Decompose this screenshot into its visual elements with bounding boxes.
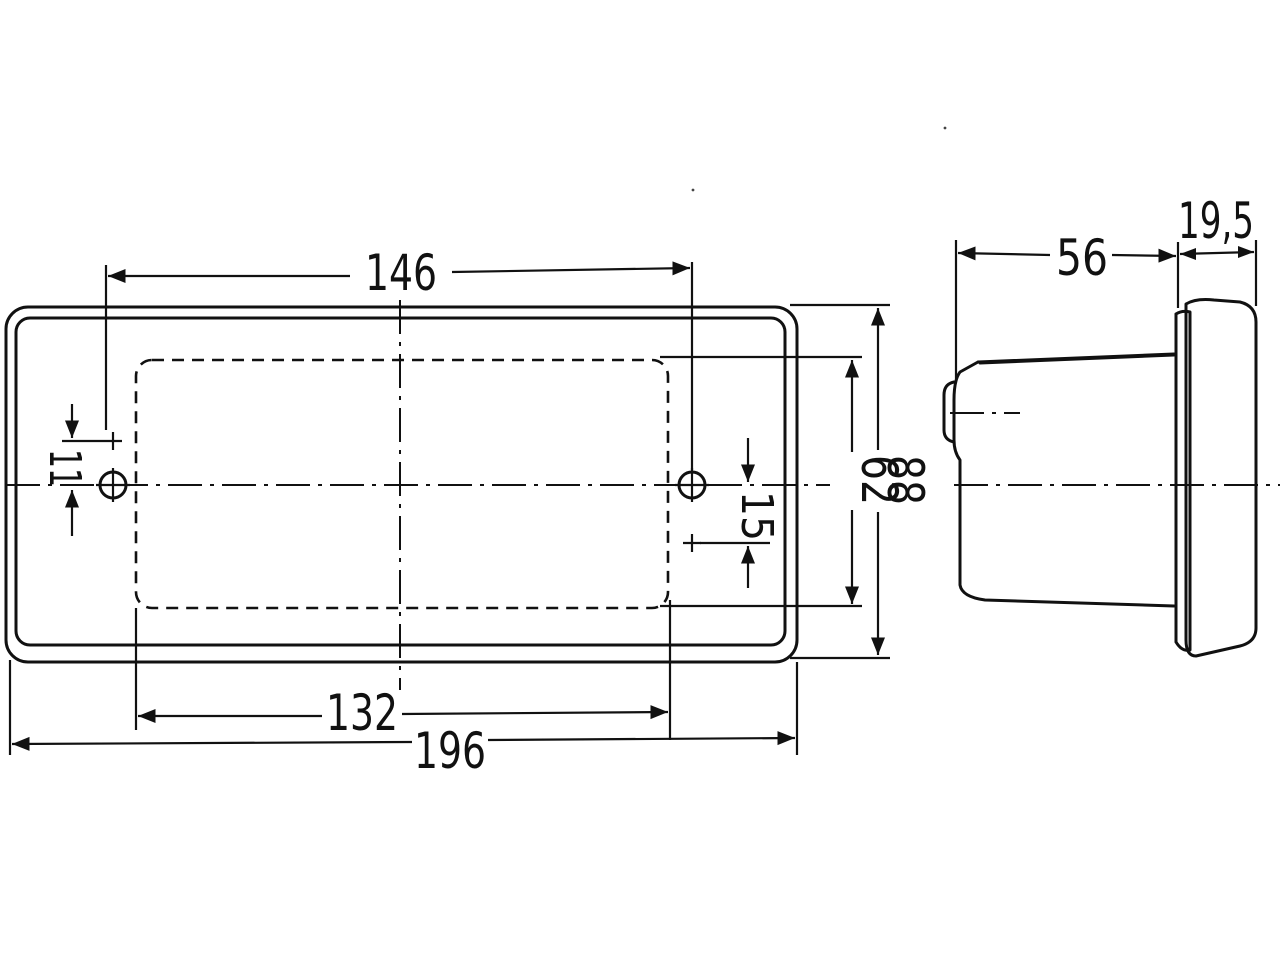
dimension-label-146: 146 <box>365 244 437 302</box>
reference-mark-left <box>104 432 122 450</box>
dimension-label-56: 56 <box>1056 229 1108 287</box>
dimension-depth-rim: 19,5 <box>1178 192 1255 260</box>
side-flange <box>1174 309 1192 652</box>
reference-mark-right <box>683 534 701 552</box>
dimension-hole-offset-right: 15 <box>700 438 782 588</box>
side-body <box>952 352 1176 608</box>
side-lens-cap <box>1184 298 1258 658</box>
mounting-hole-left <box>96 468 130 502</box>
dimension-label-196: 196 <box>414 722 486 780</box>
side-body-top-edge <box>978 353 1176 365</box>
dimension-hole-spacing: 146 <box>108 244 691 302</box>
dimension-label-11: 11 <box>39 449 90 487</box>
side-clip <box>942 380 956 444</box>
side-view: 56 19,5 <box>942 192 1280 658</box>
lens-outline <box>134 358 670 610</box>
dimension-width-overall: 196 <box>11 722 796 780</box>
dimension-label-132: 132 <box>326 684 398 742</box>
mounting-hole-right <box>675 468 709 502</box>
dimension-depth-body: 56 <box>957 229 1177 287</box>
dimension-lens-width: 132 <box>138 684 669 742</box>
front-view: 146 132 196 62 88 <box>4 244 934 780</box>
dimension-label-88: 88 <box>876 455 934 505</box>
dimension-label-19-5: 19,5 <box>1178 192 1254 250</box>
artifact-dot-2 <box>691 188 695 192</box>
dimension-hole-offset-left: 11 <box>39 404 104 536</box>
dimension-height-overall: 88 <box>870 308 934 655</box>
artifact-dot-1 <box>943 126 947 130</box>
dimension-label-62: 62 <box>850 455 908 505</box>
dimension-label-15: 15 <box>731 491 782 541</box>
dimension-lens-height: 62 <box>844 360 908 604</box>
